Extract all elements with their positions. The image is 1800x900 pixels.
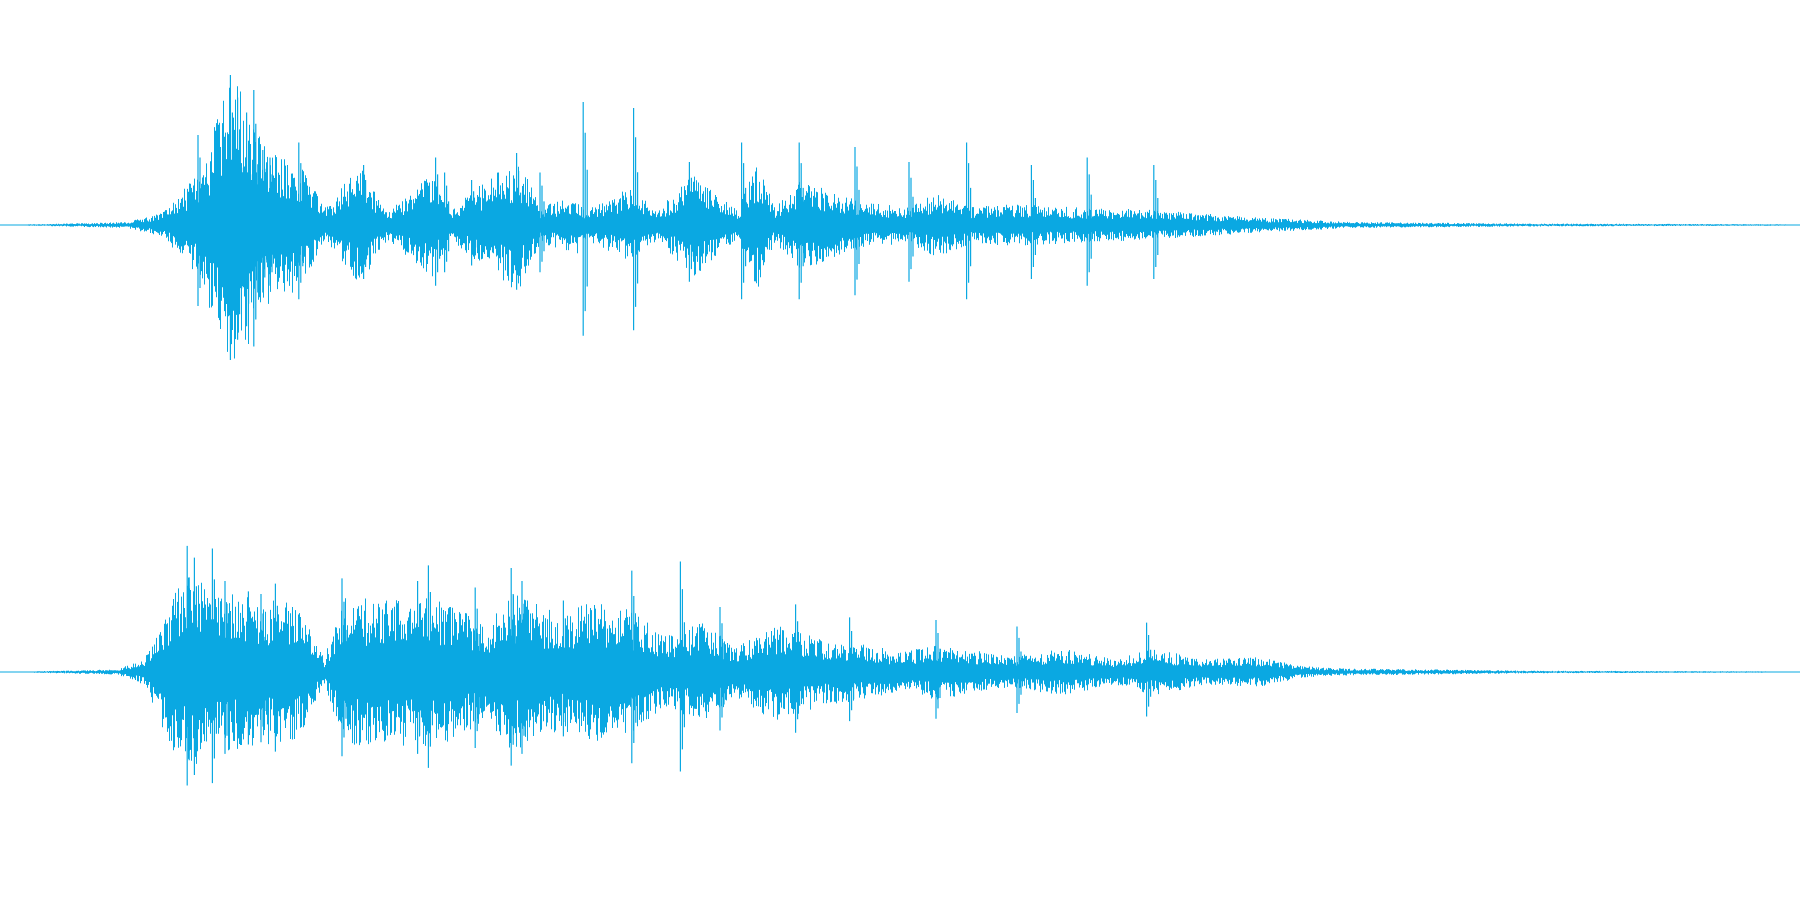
channel-1-spike-10 <box>435 157 441 286</box>
channel-1-spike-7 <box>269 157 275 286</box>
channel-1-spike-9 <box>363 165 369 279</box>
channel-2-spike-18 <box>795 604 801 733</box>
channel-2-spike-7 <box>274 583 280 752</box>
channel-2-spike-8 <box>341 578 347 757</box>
channel-1-spike-24 <box>1086 157 1092 286</box>
channel-1-spike-15 <box>582 102 588 336</box>
channel-2-spike-19 <box>849 617 855 722</box>
channel-1-spike-6 <box>262 150 268 293</box>
channel-1-body <box>26 86 1786 359</box>
channel-1-spike-25 <box>1153 165 1159 279</box>
channel-2-spike-10 <box>427 565 433 768</box>
channel-2-spike-21 <box>1016 626 1022 713</box>
channel-2-spike-14 <box>562 600 568 737</box>
channel-1-spike-23 <box>1030 165 1036 279</box>
channel-2-spike-22 <box>1146 622 1152 717</box>
channel-2-body <box>24 577 1772 764</box>
channel-2-spike-13 <box>521 581 527 754</box>
channel-1-spike-8 <box>298 142 304 300</box>
channel-2-spike-3 <box>211 548 217 784</box>
channel-2-spike-12 <box>510 568 516 766</box>
channel-2-spike-5 <box>247 591 253 745</box>
channel-1-spike-3 <box>237 97 243 340</box>
channel-1-spike-19 <box>798 142 804 300</box>
channel-1-spike-22 <box>966 142 972 300</box>
channel-1-spike-21 <box>908 162 914 282</box>
channel-1-spike-16 <box>633 108 639 331</box>
channel-2-spike-11 <box>474 587 480 748</box>
channel-2-spike-4 <box>224 581 230 754</box>
channel-2-spike-2 <box>193 557 199 775</box>
channel-2-spike-1 <box>186 545 192 786</box>
channel-1-spike-14 <box>539 172 545 273</box>
channel-2-spike-16 <box>679 561 685 772</box>
channel-1-spike-5 <box>253 90 259 347</box>
channel-2-spike-6 <box>260 594 266 743</box>
channel-1-spike-12 <box>471 180 477 266</box>
channel-1-spike-17 <box>688 162 694 282</box>
channel-2-spike-17 <box>719 607 725 731</box>
channel-2-waveform <box>0 545 1800 786</box>
channel-1-spike-13 <box>516 153 522 290</box>
channel-1-spike-18 <box>741 142 747 300</box>
channel-1-spike-2 <box>229 75 235 360</box>
channel-1-spike-20 <box>854 147 860 296</box>
channel-1-spike-11 <box>444 172 450 273</box>
channel-2-spike-20 <box>935 620 941 719</box>
channel-2-spike-15 <box>631 570 637 764</box>
channel-1-spike-1 <box>197 135 203 306</box>
channel-1-waveform <box>0 75 1800 360</box>
channel-2-spike-9 <box>417 581 423 754</box>
channel-1-spike-4 <box>246 112 252 327</box>
